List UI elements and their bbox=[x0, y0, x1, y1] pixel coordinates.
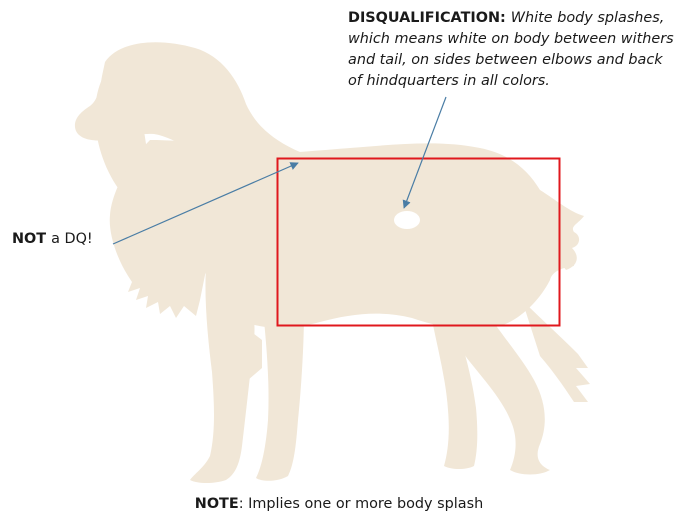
not-dq-note: NOT a DQ! bbox=[12, 231, 93, 247]
white-splash-marker bbox=[394, 211, 420, 229]
dog-silhouette-icon bbox=[75, 42, 590, 483]
not-dq-label: NOT bbox=[12, 231, 51, 247]
disqualification-note: DISQUALIFICATION: White body splashes, w… bbox=[348, 8, 678, 92]
disqualification-label: DISQUALIFICATION: bbox=[348, 10, 511, 26]
not-dq-text: a DQ! bbox=[51, 231, 93, 247]
bottom-note-text: : Implies one or more body splash bbox=[239, 496, 483, 512]
bottom-note: NOTE: Implies one or more body splash bbox=[0, 496, 678, 512]
bottom-note-label: NOTE bbox=[195, 496, 239, 512]
